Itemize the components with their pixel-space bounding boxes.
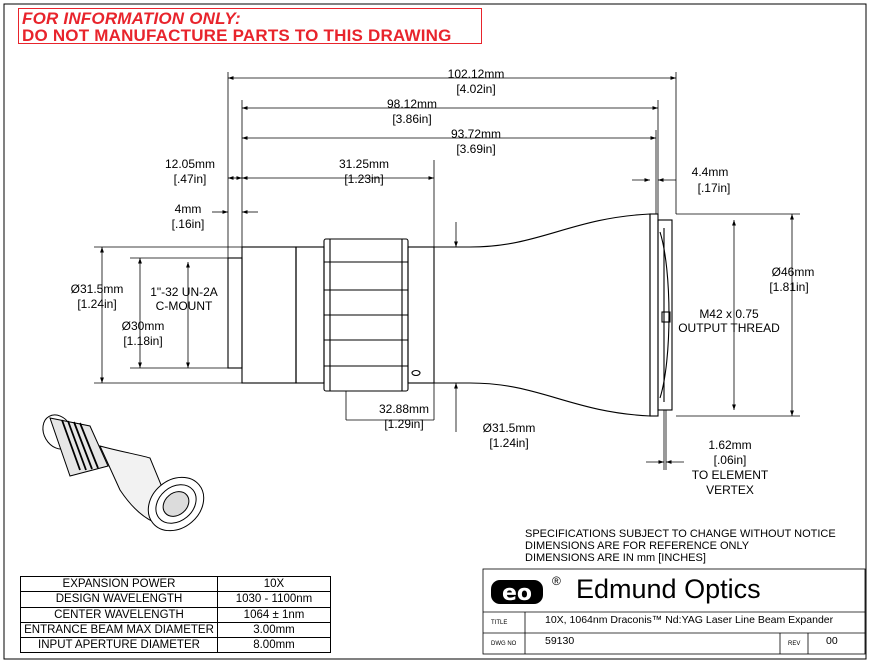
dim-46-in: [1.81in] xyxy=(769,280,808,294)
dim-93-mm: 93.72mm xyxy=(451,127,501,141)
dim-31-mm: 31.25mm xyxy=(339,157,389,171)
spec-value: 10X xyxy=(217,575,331,593)
title-block-frame xyxy=(482,568,866,655)
dimension-labels: 102.12mm [4.02in] 98.12mm [3.86in] 93.72… xyxy=(71,67,815,497)
spec-label: ENTRANCE BEAM MAX DIAMETER xyxy=(20,621,218,639)
beam-expander-side-view xyxy=(227,213,673,417)
dim-32-in: [1.29in] xyxy=(384,417,423,431)
note-line: SPECIFICATIONS SUBJECT TO CHANGE WITHOUT… xyxy=(525,528,836,540)
vertex-note-1: TO ELEMENT xyxy=(692,468,769,482)
dim-98-mm: 98.12mm xyxy=(387,97,437,111)
dim-mid-dia: Ø31.5mm xyxy=(483,421,536,435)
svg-text:eo: eo xyxy=(502,581,532,606)
dim-32-mm: 32.88mm xyxy=(379,402,429,416)
table-row: DESIGN WAVELENGTH 1030 - 1100nm xyxy=(20,591,331,608)
spec-value: 3.00mm xyxy=(217,621,331,639)
dim-12-mm: 12.05mm xyxy=(165,157,215,171)
dim-30-mm: Ø30mm xyxy=(122,319,165,333)
dim-vertex-mm: 1.62mm xyxy=(708,438,751,452)
dim-31-in: [1.23in] xyxy=(344,172,383,186)
specification-table: EXPANSION POWER 10X DESIGN WAVELENGTH 10… xyxy=(20,575,331,654)
company-name: Edmund Optics xyxy=(576,574,761,604)
drawing-notes: SPECIFICATIONS SUBJECT TO CHANGE WITHOUT… xyxy=(525,528,836,564)
spec-label: CENTER WAVELENGTH xyxy=(20,606,218,623)
vertex-note-2: VERTEX xyxy=(706,483,754,497)
dim-44-in: [.17in] xyxy=(698,181,731,195)
spec-label: INPUT APERTURE DIAMETER xyxy=(20,637,218,654)
edmund-optics-logo: eo ® xyxy=(491,574,561,606)
dim-input-dia: Ø31.5mm xyxy=(71,282,124,296)
dim-4-in: [.16in] xyxy=(172,217,205,231)
table-row: INPUT APERTURE DIAMETER 8.00mm xyxy=(20,637,331,654)
dim-mid-dia-in: [1.24in] xyxy=(489,436,528,450)
spec-value: 1064 ± 1nm xyxy=(217,606,331,623)
note-line: DIMENSIONS ARE FOR REFERENCE ONLY xyxy=(525,540,750,552)
sheet-border xyxy=(3,3,867,660)
dim-12-in: [.47in] xyxy=(174,172,207,186)
c-mount-thread: 1"-32 UN-2A xyxy=(150,285,218,299)
dim-93-in: [3.69in] xyxy=(456,142,495,156)
spec-value: 8.00mm xyxy=(217,637,331,654)
dim-44-mm: 4.4mm xyxy=(692,165,729,179)
dim-input-dia-in: [1.24in] xyxy=(77,297,116,311)
warning-banner: FOR INFORMATION ONLY: DO NOT MANUFACTURE… xyxy=(18,8,482,45)
rev-label: REV xyxy=(788,641,801,647)
dim-overall-mm: 102.12mm xyxy=(448,67,505,81)
dimension-lines xyxy=(94,72,800,470)
title-block: Edmund Optics TITLE 10X, 1064nm Draconis… xyxy=(483,569,865,654)
note-line: DIMENSIONS ARE IN mm [INCHES] xyxy=(525,552,706,564)
drawing-title: 10X, 1064nm Draconis™ Nd:YAG Laser Line … xyxy=(545,614,834,626)
warning-line-1: FOR INFORMATION ONLY: xyxy=(22,9,241,28)
dim-4-mm: 4mm xyxy=(175,202,202,216)
dim-98-in: [3.86in] xyxy=(392,112,431,126)
output-thread-size: M42 x 0.75 xyxy=(699,307,759,321)
table-row: CENTER WAVELENGTH 1064 ± 1nm xyxy=(20,606,331,623)
table-row: ENTRANCE BEAM MAX DIAMETER 3.00mm xyxy=(20,621,331,639)
dim-overall-in: [4.02in] xyxy=(456,82,495,96)
dwg-no-label: DWG NO xyxy=(491,641,517,647)
drawing-number: 59130 xyxy=(545,635,575,647)
revision: 00 xyxy=(826,635,838,647)
spec-label: DESIGN WAVELENGTH xyxy=(20,591,218,608)
registered-mark: ® xyxy=(552,574,561,588)
isometric-product-view xyxy=(42,414,205,532)
spec-label: EXPANSION POWER xyxy=(20,575,218,593)
warning-line-2: DO NOT MANUFACTURE PARTS TO THIS DRAWING xyxy=(22,26,452,45)
spec-value: 1030 - 1100nm xyxy=(217,591,331,608)
table-row: EXPANSION POWER 10X xyxy=(20,575,331,593)
output-thread-label: OUTPUT THREAD xyxy=(678,321,780,335)
dim-46-mm: Ø46mm xyxy=(772,265,815,279)
dim-30-in: [1.18in] xyxy=(123,334,162,348)
c-mount-label: C-MOUNT xyxy=(156,299,213,313)
title-field-label: TITLE xyxy=(491,620,508,626)
dim-vertex-in: [.06in] xyxy=(714,453,747,467)
